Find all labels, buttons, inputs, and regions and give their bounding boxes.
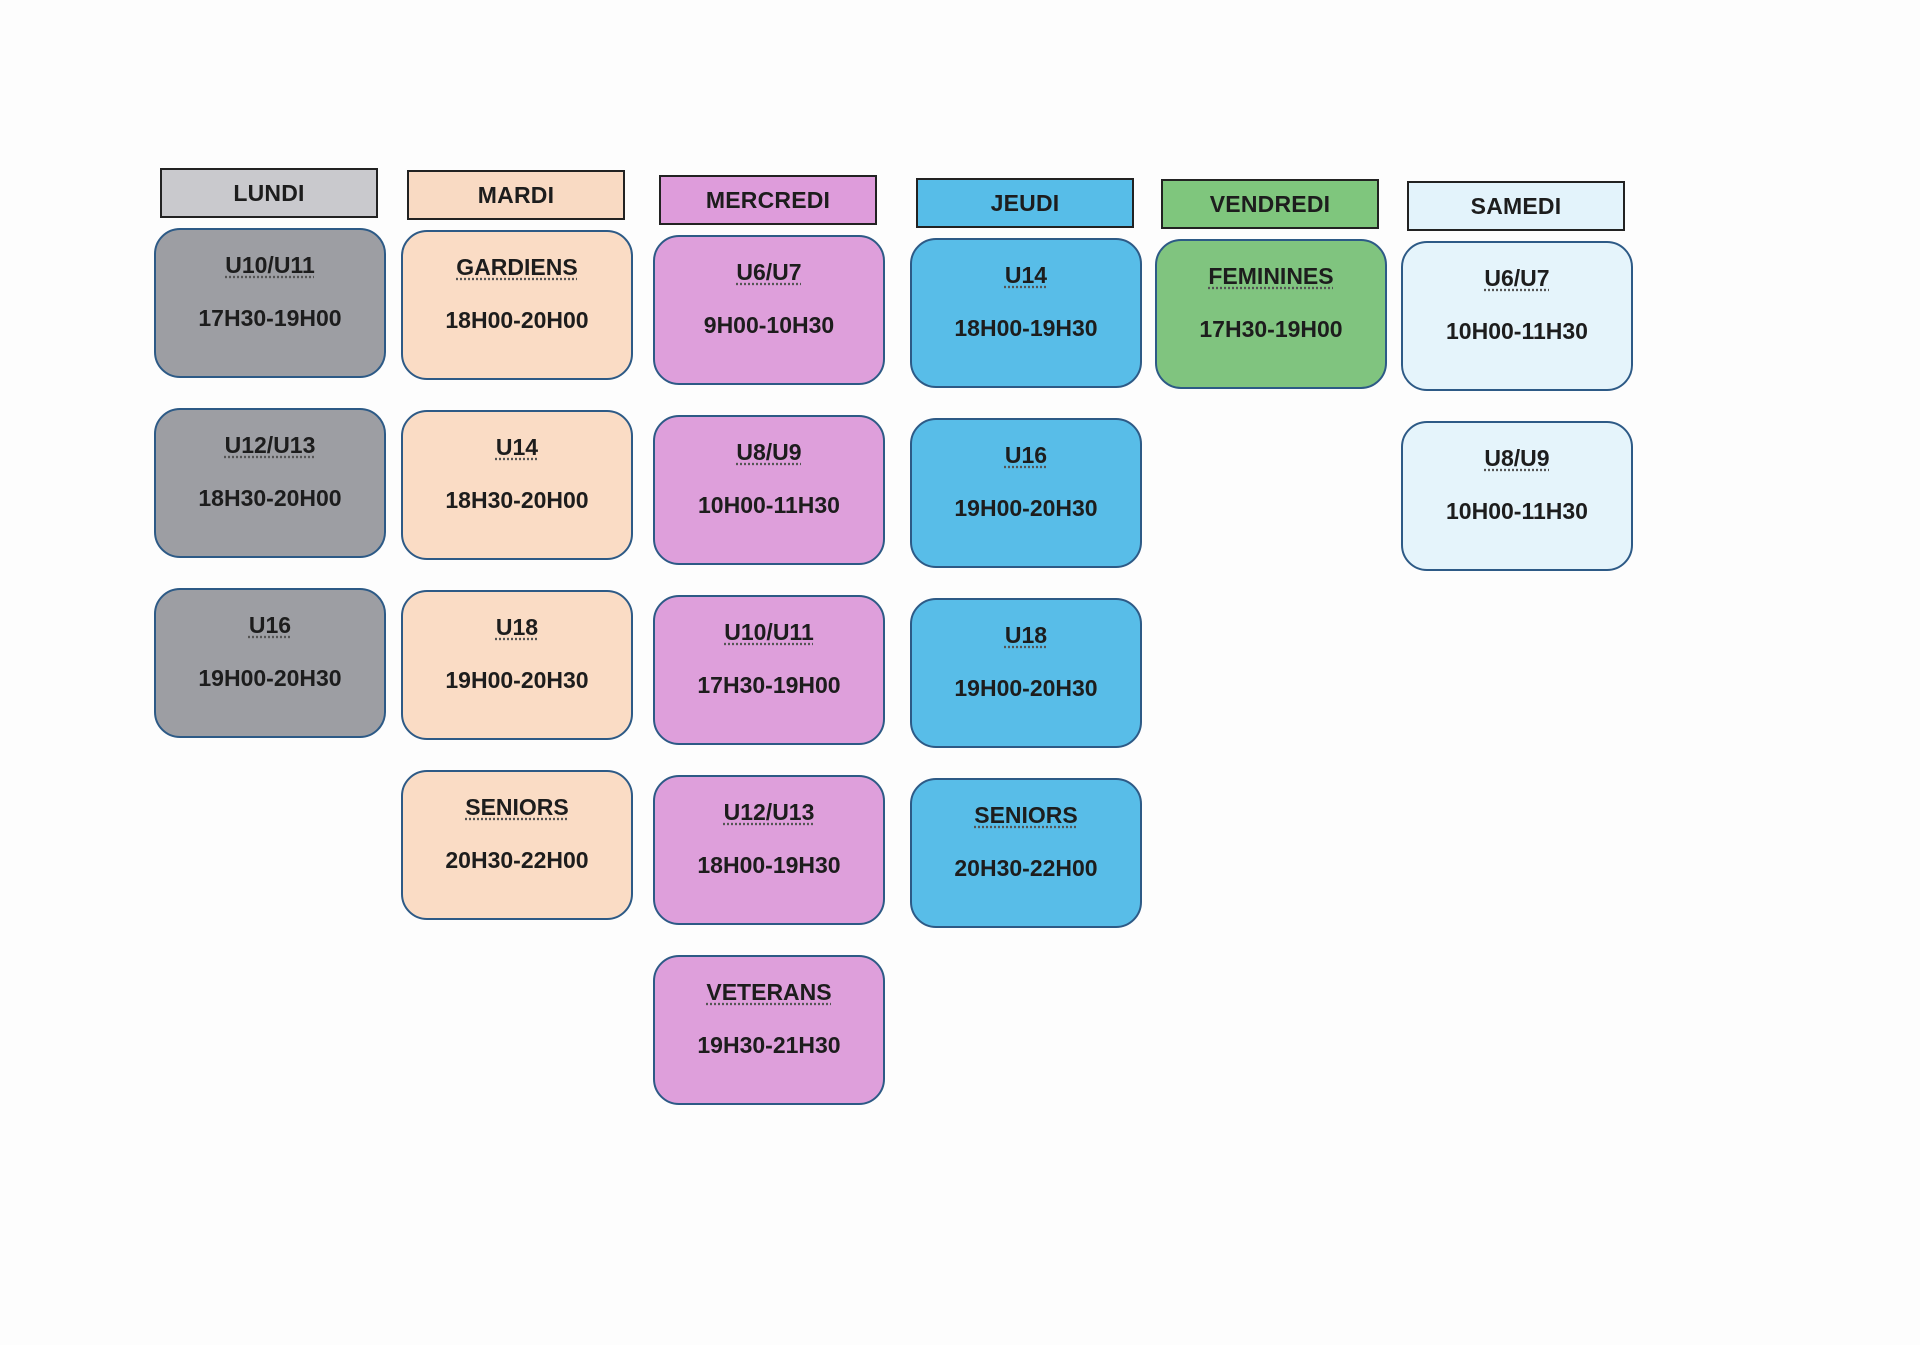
session-time: 17H30-19H00 bbox=[198, 305, 342, 331]
session-card: U12/U13 18H00-19H30 bbox=[653, 775, 885, 925]
team-name: VETERANS bbox=[706, 979, 832, 1005]
day-header: JEUDI bbox=[916, 178, 1134, 228]
session-time: 17H30-19H00 bbox=[1199, 316, 1343, 342]
session-card: GARDIENS 18H00-20H00 bbox=[401, 230, 633, 380]
session-time: 10H00-11H30 bbox=[698, 492, 840, 518]
day-column-vendredi: VENDREDI FEMININES 17H30-19H00 bbox=[1155, 179, 1387, 389]
session-time: 19H00-20H30 bbox=[445, 667, 589, 693]
day-header: SAMEDI bbox=[1407, 181, 1625, 231]
session-time: 19H00-20H30 bbox=[198, 665, 342, 691]
session-card: U14 18H30-20H00 bbox=[401, 410, 633, 560]
session-card: U14 18H00-19H30 bbox=[910, 238, 1142, 388]
team-name: U8/U9 bbox=[736, 439, 802, 465]
team-name: U8/U9 bbox=[1484, 445, 1550, 471]
team-name: U6/U7 bbox=[736, 259, 802, 285]
session-card: U10/U11 17H30-19H00 bbox=[154, 228, 386, 378]
team-name: U14 bbox=[1004, 262, 1048, 288]
session-card: U6/U7 9H00-10H30 bbox=[653, 235, 885, 385]
team-name: GARDIENS bbox=[456, 254, 578, 280]
session-time: 20H30-22H00 bbox=[954, 855, 1098, 881]
team-name: U16 bbox=[248, 612, 292, 638]
session-time: 18H30-20H00 bbox=[198, 485, 342, 511]
session-card: U6/U7 10H00-11H30 bbox=[1401, 241, 1633, 391]
team-name: U10/U11 bbox=[225, 252, 315, 278]
session-time: 18H00-19H30 bbox=[697, 852, 841, 878]
session-card: U18 19H00-20H30 bbox=[401, 590, 633, 740]
team-name: U10/U11 bbox=[724, 619, 814, 645]
team-name: U12/U13 bbox=[224, 432, 316, 458]
team-name: U16 bbox=[1004, 442, 1048, 468]
session-card: U16 19H00-20H30 bbox=[910, 418, 1142, 568]
team-name: SENIORS bbox=[465, 794, 569, 820]
session-card: U8/U9 10H00-11H30 bbox=[1401, 421, 1633, 571]
session-card: U16 19H00-20H30 bbox=[154, 588, 386, 738]
session-card: SENIORS 20H30-22H00 bbox=[401, 770, 633, 920]
session-time: 10H00-11H30 bbox=[1446, 498, 1588, 524]
session-card: U10/U11 17H30-19H00 bbox=[653, 595, 885, 745]
team-name: FEMININES bbox=[1208, 263, 1334, 289]
session-time: 18H00-20H00 bbox=[445, 307, 589, 333]
session-card: U12/U13 18H30-20H00 bbox=[154, 408, 386, 558]
session-card: U8/U9 10H00-11H30 bbox=[653, 415, 885, 565]
session-time: 19H00-20H30 bbox=[954, 495, 1098, 521]
day-header: LUNDI bbox=[160, 168, 378, 218]
session-time: 9H00-10H30 bbox=[703, 312, 835, 338]
session-time: 20H30-22H00 bbox=[445, 847, 589, 873]
session-card: VETERANS 19H30-21H30 bbox=[653, 955, 885, 1105]
day-header: MARDI bbox=[407, 170, 625, 220]
team-name: U18 bbox=[495, 614, 539, 640]
team-name: U14 bbox=[495, 434, 539, 460]
session-card: U18 19H00-20H30 bbox=[910, 598, 1142, 748]
team-name: U6/U7 bbox=[1484, 265, 1550, 291]
session-time: 17H30-19H00 bbox=[697, 672, 841, 698]
session-time: 18H00-19H30 bbox=[954, 315, 1098, 341]
team-name: U12/U13 bbox=[723, 799, 815, 825]
session-card: SENIORS 20H30-22H00 bbox=[910, 778, 1142, 928]
session-time: 19H00-20H30 bbox=[954, 675, 1098, 701]
session-card: FEMININES 17H30-19H00 bbox=[1155, 239, 1387, 389]
day-header: MERCREDI bbox=[659, 175, 877, 225]
session-time: 18H30-20H00 bbox=[445, 487, 589, 513]
team-name: U18 bbox=[1004, 622, 1048, 648]
session-time: 19H30-21H30 bbox=[697, 1032, 841, 1058]
day-header: VENDREDI bbox=[1161, 179, 1379, 229]
session-time: 10H00-11H30 bbox=[1446, 318, 1588, 344]
team-name: SENIORS bbox=[974, 802, 1078, 828]
